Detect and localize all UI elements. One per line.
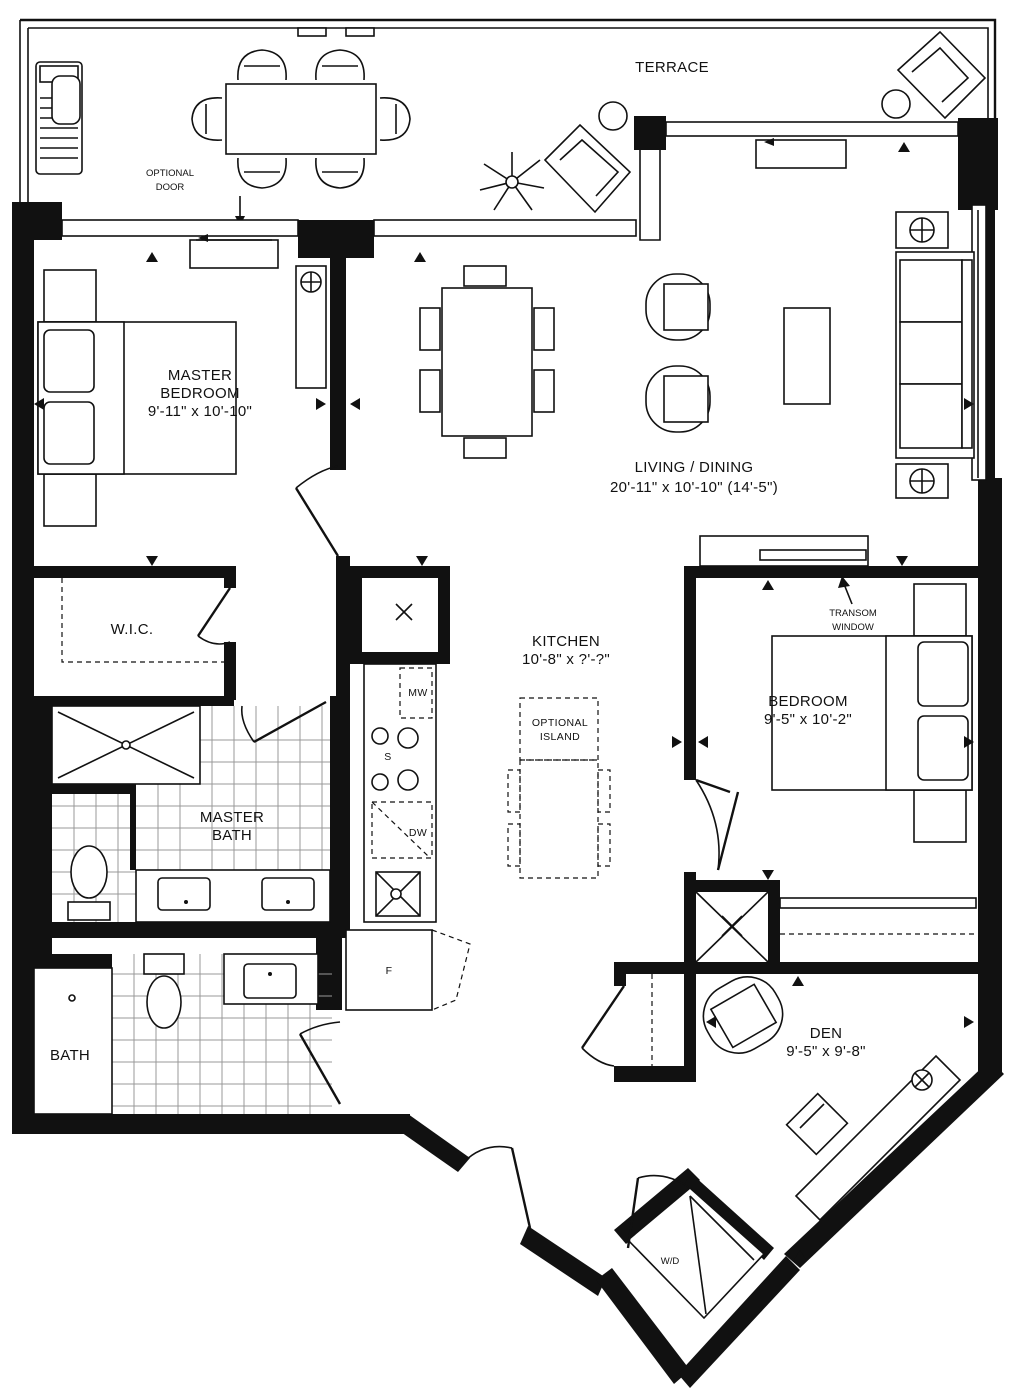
living-dining-size: 20'-11" x 10'-10" (14'-5") (610, 479, 778, 496)
master-bath-name: BATH (212, 827, 252, 844)
toilet-icon (67, 845, 111, 921)
lounger-icon (35, 61, 83, 175)
svg-text:DOOR: DOOR (156, 182, 185, 193)
transom-window-label: TRANSOM WINDOW (829, 576, 877, 633)
tv-unit-icon (699, 535, 869, 567)
bedroom-name: BEDROOM (768, 693, 848, 710)
bedroom-closet (695, 891, 977, 963)
appliance-f: F (386, 965, 393, 977)
den-size: 9'-5" x 9'-8" (786, 1043, 865, 1060)
terrace-label: TERRACE (635, 59, 709, 76)
kitchen-name: KITCHEN (532, 633, 600, 650)
bath-name: BATH (50, 1047, 90, 1064)
side-table-icon (881, 89, 911, 119)
dining-table-icon (419, 265, 555, 459)
den-chair-icon (702, 976, 784, 1054)
lamp-table-icon (895, 211, 949, 499)
terrace-dining-table-icon (191, 49, 411, 189)
desk-chair-icon (785, 1092, 849, 1156)
optional-island-label: OPTIONAL (532, 717, 588, 729)
walls (12, 116, 1004, 1388)
master-bath (51, 700, 331, 923)
master-bedroom-size: 9'-11" x 10'-10" (148, 403, 252, 420)
interior-walls (28, 240, 980, 1082)
den (581, 974, 962, 1222)
terrace-armchair-icon (543, 123, 632, 214)
plant-icon (479, 152, 545, 211)
entrance-door (463, 1145, 532, 1229)
bath (33, 953, 342, 1115)
den-name: DEN (810, 1025, 843, 1042)
optional-door-label: OPTIONAL DOOR (146, 168, 245, 226)
door-swing (294, 465, 340, 557)
fridge-icon (345, 929, 471, 1011)
svg-text:TRANSOM: TRANSOM (829, 608, 877, 619)
window-marker (34, 142, 974, 1260)
bedroom-size: 9'-5" x 10'-2" (764, 711, 852, 728)
appliance-mw: MW (408, 687, 427, 699)
bedroom (695, 583, 973, 871)
terrace-armchair-icon (896, 30, 987, 120)
kitchen-pantry-x (395, 603, 413, 621)
optional-island-label: ISLAND (540, 731, 580, 743)
wic-closet (61, 578, 231, 663)
wd-label: W/D (661, 1256, 680, 1267)
master-bedroom-name: BEDROOM (160, 385, 240, 402)
svg-text:WINDOW: WINDOW (832, 622, 874, 633)
optional-island (507, 697, 611, 879)
kitchen-size: 10'-8" x ?'-?" (522, 651, 610, 668)
master-bedroom-name: MASTER (168, 367, 232, 384)
living-dining-name: LIVING / DINING (635, 459, 754, 476)
wd-closet (626, 1174, 766, 1320)
svg-text:OPTIONAL: OPTIONAL (146, 168, 194, 179)
appliance-dw: DW (409, 827, 427, 839)
sliding-door-icon (189, 138, 847, 269)
wic-label: W.I.C. (111, 621, 154, 638)
lounge-chair-icon (645, 273, 711, 433)
kitchen-counter (363, 663, 437, 923)
master-bath-name: MASTER (200, 809, 264, 826)
side-table-icon (598, 101, 628, 131)
coffee-table-icon (783, 307, 831, 405)
master-bedroom (37, 265, 327, 527)
toilet-icon (143, 953, 185, 1029)
appliance-s: S (384, 751, 391, 763)
linen-x (721, 915, 743, 937)
sofa-icon (895, 251, 975, 459)
